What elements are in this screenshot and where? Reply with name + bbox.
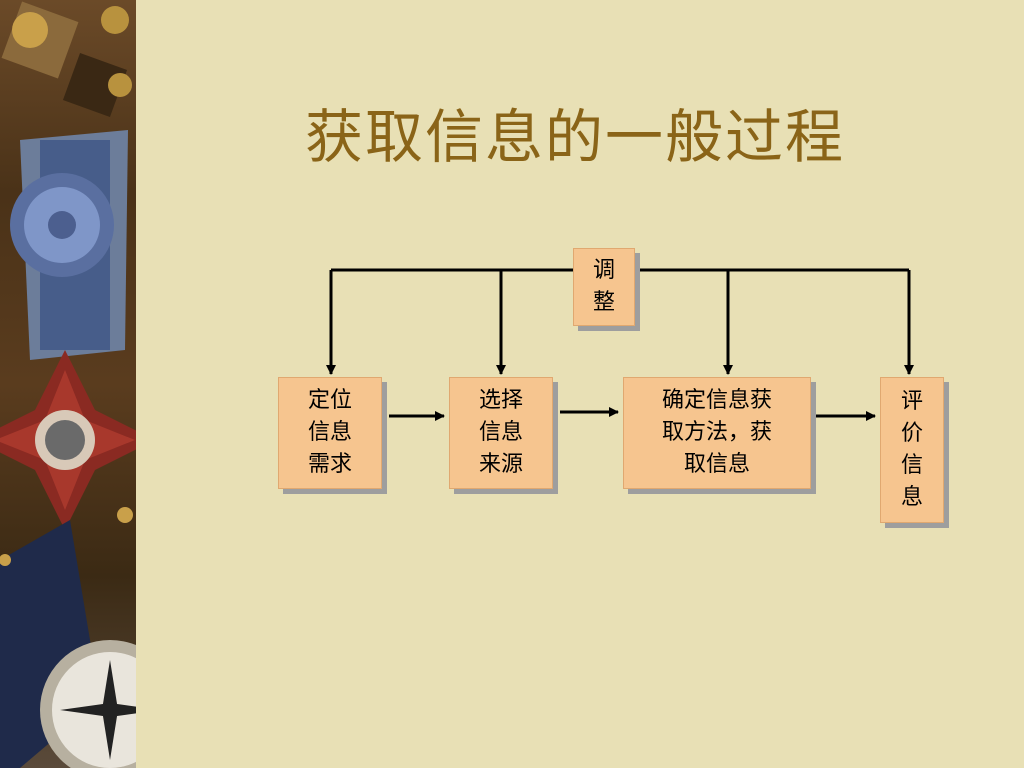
decorative-side-image xyxy=(0,0,136,768)
adjust-box: 调 整 xyxy=(573,248,635,326)
step-select-source: 选择 信息 来源 xyxy=(449,377,553,489)
slide-title: 获取信息的一般过程 xyxy=(304,103,845,171)
step-determine-method: 确定信息获 取方法，获 取信息 xyxy=(623,377,811,489)
step-locate-need: 定位 信息 需求 xyxy=(278,377,382,489)
step-evaluate-info: 评 价 信 息 xyxy=(880,377,944,523)
medal-compass-illustration xyxy=(0,1,136,768)
